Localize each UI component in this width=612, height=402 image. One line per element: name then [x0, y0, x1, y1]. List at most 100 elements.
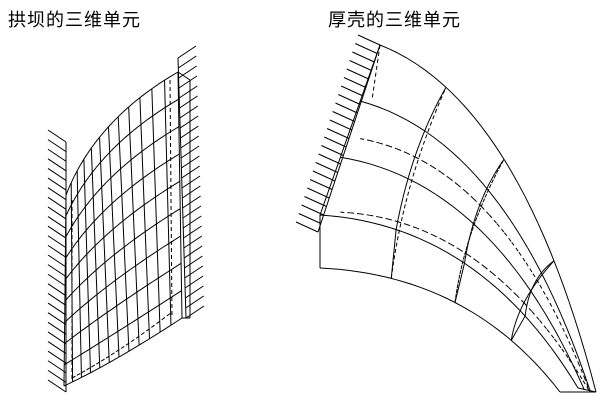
mesh-vertical-line	[128, 106, 140, 346]
hidden-line	[360, 138, 370, 142]
hidden-radial-line	[469, 230, 473, 236]
front-bottom-edge	[386, 276, 396, 281]
mesh-horizontal-line	[93, 318, 99, 323]
mesh-horizontal-line	[159, 134, 167, 140]
hidden-radial-line	[458, 273, 461, 279]
mesh-horizontal-line	[128, 101, 135, 108]
left-support-hatch	[47, 254, 67, 268]
mesh-horizontal-line	[65, 231, 69, 238]
mesh-horizontal-line	[89, 220, 95, 227]
thick-shell-title: 厚壳的三维单元	[328, 10, 461, 31]
left-support-hatch	[47, 196, 67, 210]
mesh-horizontal-line	[76, 376, 82, 381]
radial-line	[482, 192, 486, 197]
hidden-radial-line	[495, 168, 500, 174]
hidden-line	[359, 213, 370, 216]
front-top-edge	[351, 218, 362, 221]
mesh-horizontal-line	[120, 272, 126, 278]
hidden-line	[539, 319, 548, 330]
mesh-horizontal-line	[118, 246, 125, 252]
hidden-radial-line	[513, 324, 516, 328]
mesh-horizontal-line	[147, 281, 154, 286]
outer-arc-edge	[590, 372, 597, 393]
concentric-line	[485, 235, 495, 245]
hidden-radial-line	[540, 273, 544, 278]
concentric-line	[442, 143, 452, 152]
mesh-horizontal-line	[140, 257, 147, 263]
hidden-line	[561, 348, 570, 360]
hidden-line	[415, 156, 425, 163]
hidden-line	[531, 311, 540, 321]
outer-arc-edge	[449, 90, 459, 100]
hidden-radial-line	[530, 287, 534, 291]
mesh-horizontal-line	[71, 289, 77, 294]
mesh-horizontal-line	[106, 308, 113, 313]
front-bottom-edge	[413, 284, 423, 289]
hidden-radial-line	[493, 173, 497, 179]
hidden-radial-line	[482, 197, 486, 203]
mesh-horizontal-line	[130, 265, 136, 270]
mesh-horizontal-line	[126, 185, 133, 191]
left-support-hatch	[47, 331, 67, 345]
mesh-horizontal-line	[116, 194, 123, 200]
concentric-line	[560, 313, 568, 329]
front-vertical-edge	[454, 263, 465, 303]
hidden-line	[532, 273, 541, 286]
mesh-horizontal-line	[118, 353, 125, 358]
right-support-hatch	[182, 195, 201, 209]
mesh-horizontal-line	[109, 359, 115, 363]
concentric-line	[379, 106, 390, 112]
right-support-hatch	[179, 115, 199, 129]
hidden-edge	[166, 311, 173, 317]
mesh-horizontal-line	[136, 288, 143, 293]
mesh-horizontal-line	[173, 180, 181, 186]
right-support-hatch	[183, 245, 203, 259]
hidden-line	[473, 198, 482, 208]
mesh-vertical-line	[76, 170, 82, 378]
concentric-line	[564, 349, 573, 363]
front-top-edge	[557, 356, 566, 368]
right-support-hatch	[183, 225, 202, 239]
hidden-line	[397, 148, 407, 154]
mesh-horizontal-line	[105, 177, 112, 183]
left-support-hatch	[47, 360, 67, 374]
front-top-edge	[381, 224, 392, 229]
radial-line	[527, 297, 530, 300]
concentric-line	[516, 271, 525, 282]
mesh-vertical-line	[99, 137, 110, 363]
hidden-line	[496, 223, 505, 233]
hidden-radial-line	[437, 99, 441, 107]
right-support-hatch	[178, 75, 198, 89]
mesh-horizontal-line	[64, 340, 69, 344]
concentric-line	[571, 362, 579, 376]
radial-line	[407, 172, 411, 178]
hidden-line	[539, 284, 547, 298]
concentric-line	[498, 203, 507, 215]
concentric-line	[493, 243, 503, 254]
mesh-horizontal-line	[64, 296, 69, 302]
hidden-line	[397, 221, 407, 225]
mesh-vertical-line	[164, 80, 172, 326]
mesh-horizontal-line	[149, 196, 156, 202]
hidden-edge	[71, 374, 78, 379]
outer-arc-edge	[579, 335, 587, 355]
front-bottom-edge	[527, 355, 536, 364]
mesh-horizontal-line	[164, 102, 173, 108]
concentric-line	[408, 178, 418, 185]
hidden-radial-line	[527, 292, 531, 296]
hidden-edge	[145, 327, 152, 332]
mesh-horizontal-line	[141, 146, 149, 152]
mesh-horizontal-line	[113, 356, 120, 361]
radial-line	[537, 276, 540, 279]
mesh-horizontal-line	[123, 242, 130, 248]
mesh-horizontal-line	[120, 163, 127, 170]
mesh-horizontal-line	[172, 153, 180, 159]
mesh-horizontal-line	[170, 71, 179, 77]
hidden-line	[369, 214, 379, 218]
concentric-line	[398, 174, 409, 180]
hidden-radial-line	[478, 206, 482, 212]
hidden-line	[369, 140, 380, 144]
concentric-line	[520, 235, 528, 248]
mesh-horizontal-line	[157, 273, 165, 279]
radial-line	[397, 213, 400, 219]
